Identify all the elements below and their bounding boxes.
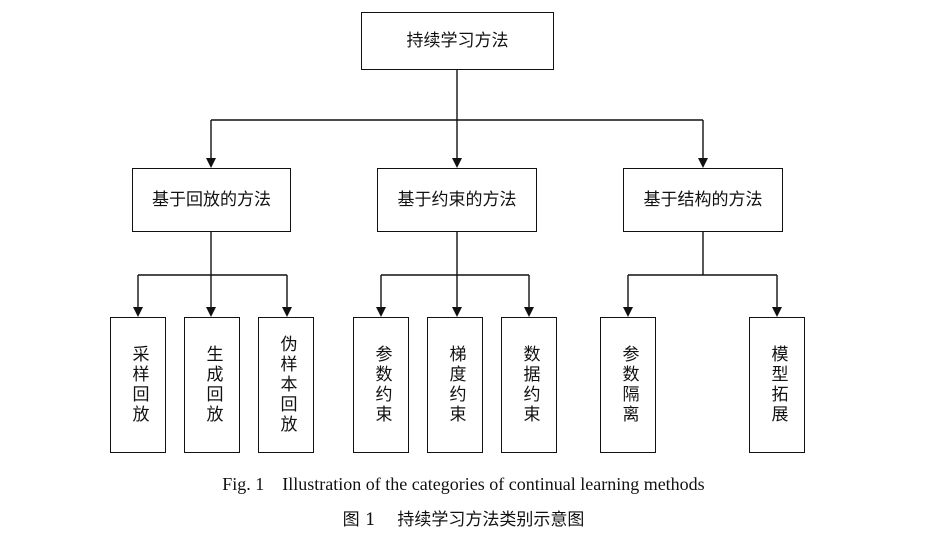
leaf-node-data-constraint: 数据约束 bbox=[501, 317, 557, 453]
leaf-node-label: 参数隔离 bbox=[618, 345, 639, 425]
leaf-node-sample-replay: 采样回放 bbox=[110, 317, 166, 453]
leaf-node-label: 采样回放 bbox=[128, 345, 149, 425]
root-node: 持续学习方法 bbox=[361, 12, 554, 70]
leaf-node-label: 模型拓展 bbox=[767, 345, 788, 425]
category-node-constraint: 基于约束的方法 bbox=[377, 168, 537, 232]
category-node-structure: 基于结构的方法 bbox=[623, 168, 783, 232]
category-node-label: 基于结构的方法 bbox=[643, 189, 763, 210]
leaf-node-label: 数据约束 bbox=[519, 345, 540, 425]
leaf-node-label: 参数约束 bbox=[371, 345, 392, 425]
category-node-label: 基于回放的方法 bbox=[152, 189, 271, 210]
leaf-node-generative-replay: 生成回放 bbox=[184, 317, 240, 453]
figure-caption-chinese: 图 1 持续学习方法类别示意图 bbox=[342, 510, 585, 530]
category-node-replay: 基于回放的方法 bbox=[132, 168, 291, 232]
category-node-label: 基于约束的方法 bbox=[397, 189, 517, 210]
figure-caption-english: Fig. 1 Illustration of the categories of… bbox=[222, 474, 705, 494]
leaf-node-param-constraint: 参数约束 bbox=[353, 317, 409, 453]
leaf-node-label: 梯度约束 bbox=[445, 345, 466, 425]
leaf-node-param-isolation: 参数隔离 bbox=[600, 317, 656, 453]
leaf-node-pseudo-replay: 伪样本回放 bbox=[258, 317, 314, 453]
leaf-node-model-expansion: 模型拓展 bbox=[749, 317, 805, 453]
leaf-node-gradient-constraint: 梯度约束 bbox=[427, 317, 483, 453]
leaf-node-label: 生成回放 bbox=[202, 345, 223, 425]
leaf-node-label: 伪样本回放 bbox=[276, 335, 297, 435]
root-node-label: 持续学习方法 bbox=[406, 30, 509, 51]
